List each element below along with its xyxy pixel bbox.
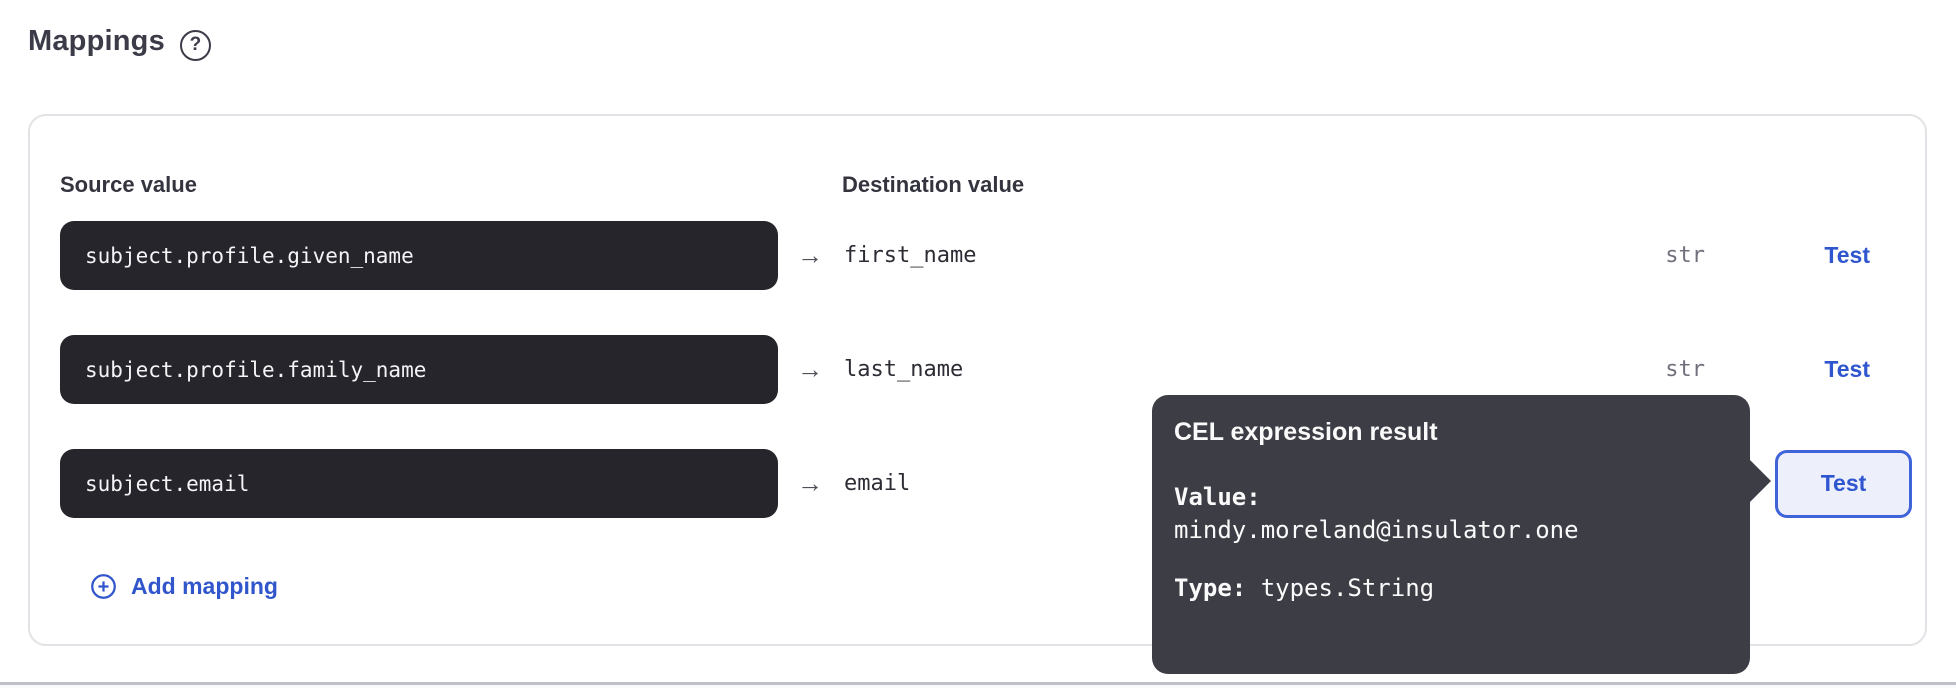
mappings-card: Source value Destination value subject.p… [28,114,1927,646]
add-mapping-button[interactable]: Add mapping [90,573,278,600]
source-value-input[interactable]: subject.profile.given_name [60,221,778,290]
page-header: Mappings ? [28,24,1956,61]
page-title: Mappings [28,24,165,57]
tooltip-type: types.String [1260,574,1435,602]
type-badge: str [1665,243,1705,268]
next-section-background [0,685,1956,688]
source-value-input[interactable]: subject.email [60,449,778,518]
tooltip-caret-icon [1749,459,1771,503]
section-divider [0,682,1956,685]
add-mapping-label: Add mapping [131,573,278,599]
column-header-row: Source value Destination value [60,172,1870,198]
column-header-source: Source value [60,172,197,197]
help-icon[interactable]: ? [179,29,211,61]
destination-value-field[interactable]: email [844,471,911,496]
test-button[interactable]: Test [1824,242,1870,268]
tooltip-value: mindy.moreland@insulator.one [1174,516,1579,544]
test-button[interactable]: Test [1824,356,1870,382]
source-value-input[interactable]: subject.profile.family_name [60,335,778,404]
cel-expression-tooltip: CEL expression result Value: mindy.morel… [1152,395,1771,674]
mapping-row: subject.profile.family_name → last_name … [60,335,1870,404]
arrow-right-icon: → [797,468,823,498]
tooltip-title: CEL expression result [1174,418,1438,446]
tooltip-value-label: Value: [1174,483,1261,511]
tooltip-type-label: Type: [1174,574,1247,602]
arrow-right-icon: → [797,354,823,384]
destination-value-field[interactable]: first_name [844,243,977,268]
arrow-right-icon: → [797,240,823,270]
destination-value-field[interactable]: last_name [844,357,964,382]
test-button-focused[interactable]: Test [1775,449,1912,518]
add-circle-plus-icon [91,574,116,599]
type-badge: str [1665,357,1705,382]
mapping-row: subject.profile.given_name → first_name … [60,221,1870,290]
mapping-row: subject.email → email Test [60,449,1912,518]
column-header-destination: Destination value [842,172,1025,197]
